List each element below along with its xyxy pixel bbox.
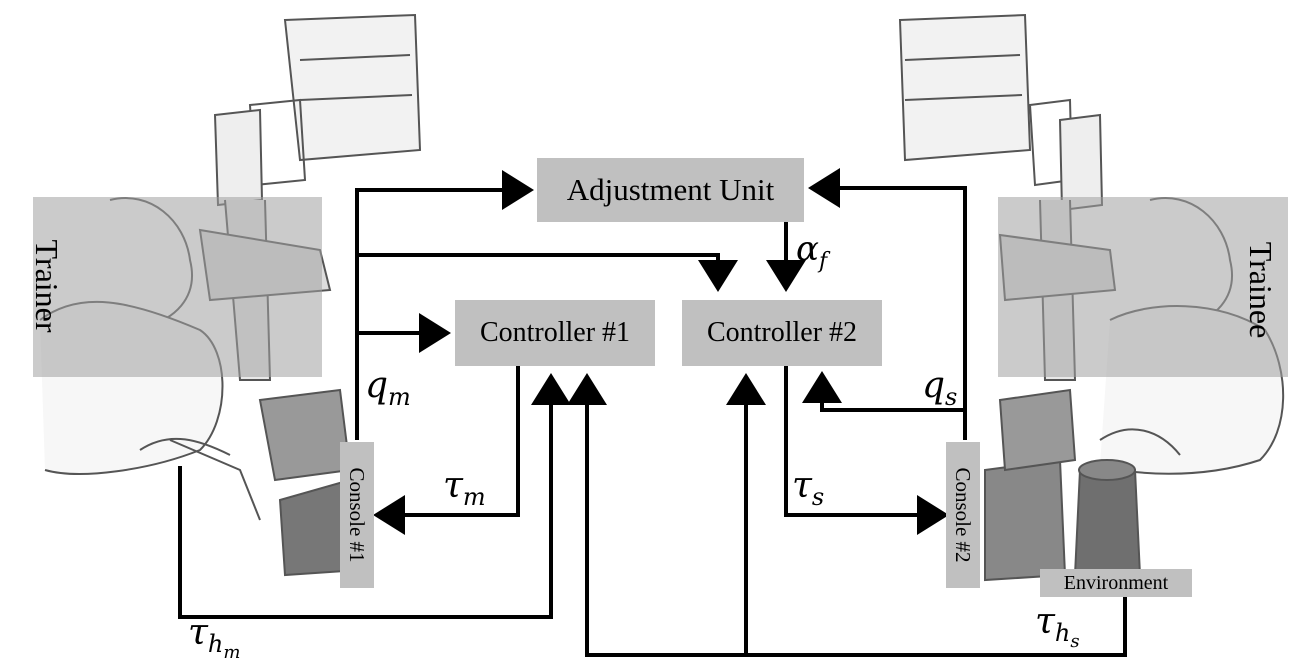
tau-hm-line <box>178 373 571 619</box>
tau-hs-label: τhs <box>1035 601 1080 652</box>
tau-m-line <box>373 366 520 535</box>
console-2-label: Console #2 <box>951 467 976 563</box>
console-1-label: Console #1 <box>345 467 370 563</box>
trainer-label: Trainer <box>29 239 66 333</box>
trainee-panel <box>998 197 1288 377</box>
console-1-box <box>340 442 374 588</box>
alpha-f-label: αf <box>796 229 828 274</box>
qs-to-controller2-line <box>802 371 965 412</box>
tau-m-label: τm <box>443 465 486 512</box>
controller-2-block: Controller #2 <box>682 300 882 366</box>
tau-hm-label: τhm <box>188 612 241 663</box>
trainer-panel <box>33 197 322 377</box>
controller-1-label: Controller #1 <box>479 317 631 348</box>
q-s-label: qs <box>922 365 958 412</box>
tau-s-line <box>784 366 949 535</box>
trainee-label: Trainee <box>1243 241 1280 339</box>
console-2-box <box>946 442 980 588</box>
tau-s-label: τs <box>792 465 825 512</box>
q-m-label: qm <box>365 365 411 412</box>
qs-bus-line <box>808 168 967 440</box>
tau-hs-line <box>567 373 1127 657</box>
adjustment-unit-block: Adjustment Unit <box>537 158 804 222</box>
adjustment-unit-label: Adjustment Unit <box>566 172 775 207</box>
qm-to-controller2-line <box>357 253 738 292</box>
controller-1-block: Controller #1 <box>455 300 655 366</box>
qm-bus-line <box>355 170 534 440</box>
controller-2-label: Controller #2 <box>706 317 858 348</box>
environment-block: Environment <box>1040 569 1192 597</box>
environment-label: Environment <box>1063 571 1169 594</box>
